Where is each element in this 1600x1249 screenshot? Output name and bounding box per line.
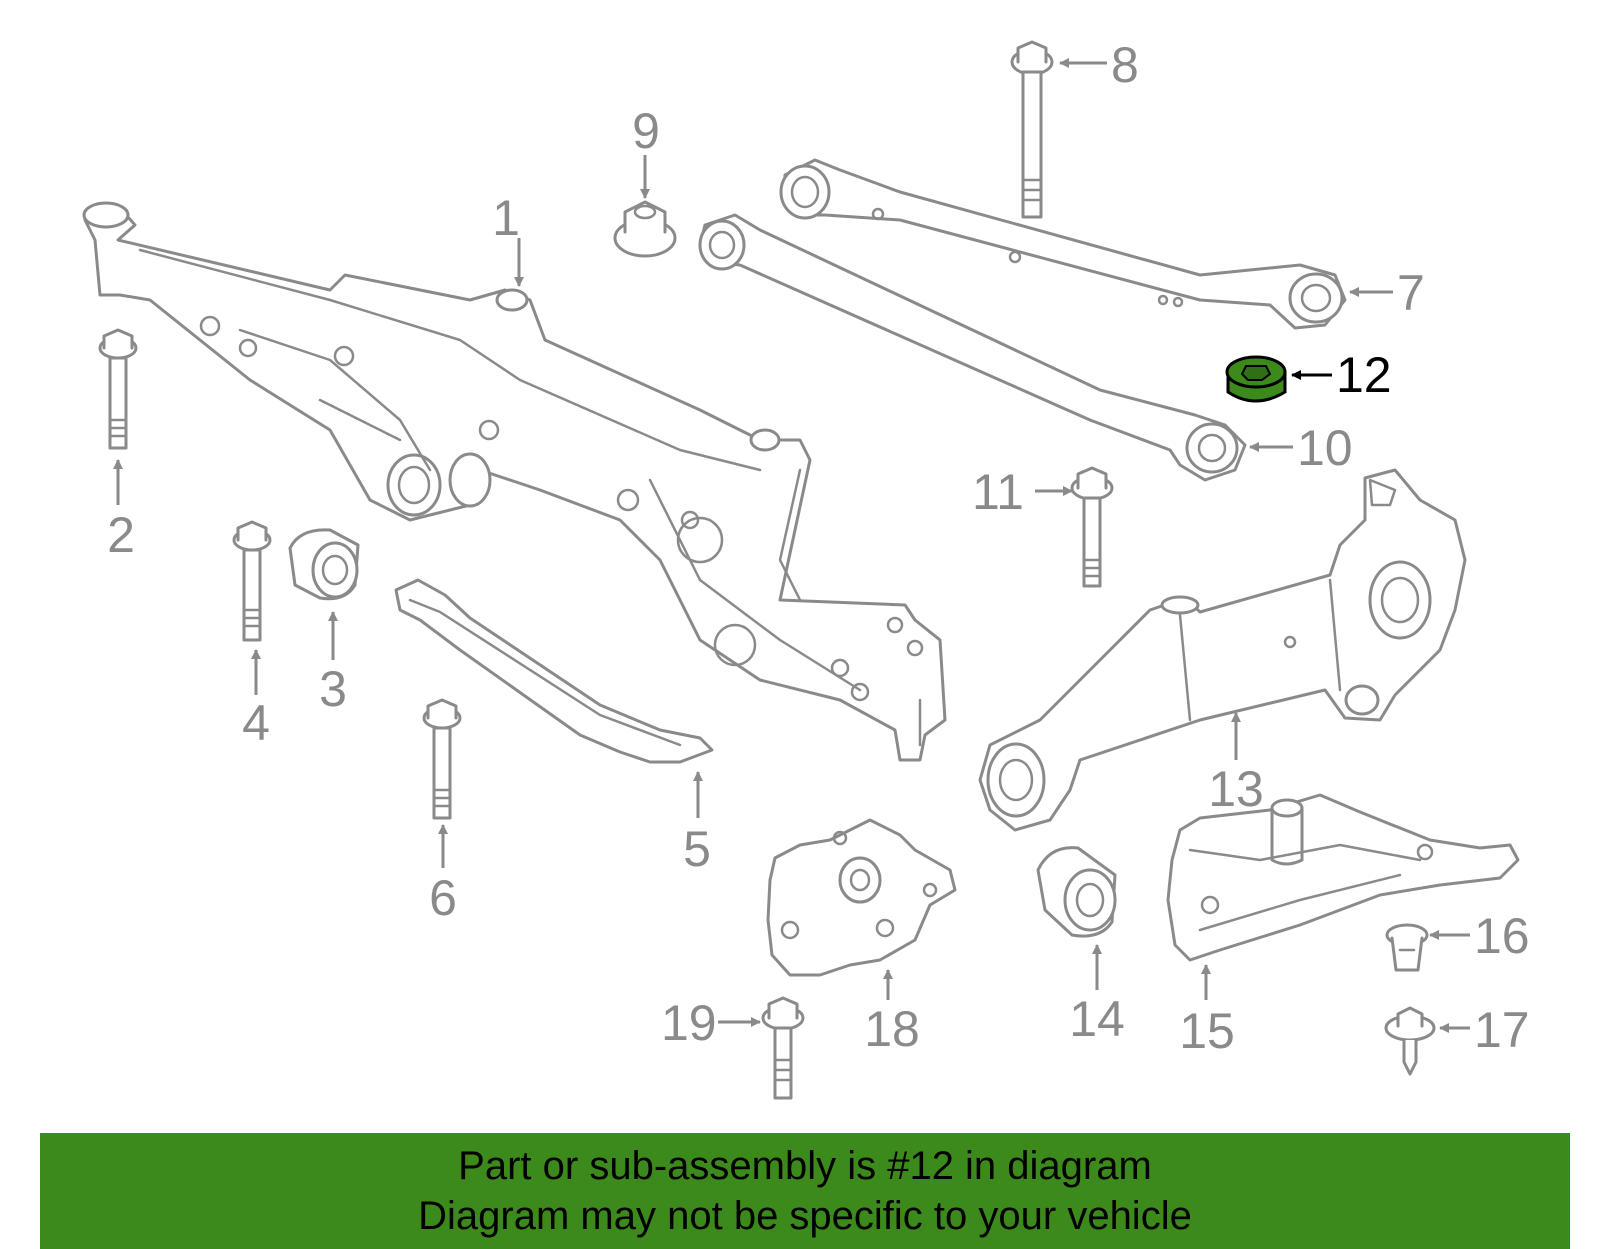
part-1-subframe[interactable] bbox=[82, 201, 947, 762]
callout-7: 7 bbox=[1397, 265, 1425, 321]
part-6-bolt[interactable] bbox=[422, 698, 462, 820]
part-18-bracket[interactable] bbox=[766, 818, 957, 977]
callout-5: 5 bbox=[683, 821, 711, 877]
part-14-bushing[interactable] bbox=[1036, 846, 1117, 938]
part-5-link[interactable] bbox=[394, 578, 714, 764]
part-4-bolt[interactable] bbox=[232, 520, 272, 642]
callout-16: 16 bbox=[1474, 908, 1530, 964]
callout-9: 9 bbox=[632, 103, 660, 159]
callout-19: 19 bbox=[661, 995, 717, 1051]
part-16-clip[interactable] bbox=[1385, 923, 1429, 972]
footer-line-2: Diagram may not be specific to your vehi… bbox=[418, 1194, 1192, 1238]
part-9-nut[interactable] bbox=[613, 200, 677, 258]
callout-2: 2 bbox=[107, 507, 135, 563]
callout-14: 14 bbox=[1069, 991, 1125, 1047]
callout-labels: 1 2 3 4 5 6 7 8 9 10 11 12 13 14 15 16 1… bbox=[107, 37, 1530, 1059]
callout-17: 17 bbox=[1474, 1002, 1530, 1058]
callout-11: 11 bbox=[972, 464, 1024, 520]
part-10-link[interactable] bbox=[698, 213, 1247, 482]
footer-line-1: Part or sub-assembly is #12 in diagram bbox=[458, 1144, 1152, 1188]
footer-banner: Part or sub-assembly is #12 in diagram D… bbox=[40, 1133, 1570, 1249]
callout-8: 8 bbox=[1111, 37, 1139, 93]
callout-13: 13 bbox=[1208, 761, 1264, 817]
part-12-highlighted[interactable] bbox=[1225, 355, 1287, 403]
callout-15: 15 bbox=[1179, 1003, 1235, 1059]
part-8-bolt[interactable] bbox=[1010, 40, 1054, 219]
callout-6: 6 bbox=[429, 870, 457, 926]
callout-3: 3 bbox=[319, 661, 347, 717]
part-11-bolt[interactable] bbox=[1070, 466, 1114, 588]
part-7-control-arm[interactable] bbox=[779, 158, 1347, 330]
callout-18: 18 bbox=[864, 1001, 920, 1057]
part-2-bolt[interactable] bbox=[98, 328, 138, 450]
part-13-knuckle[interactable] bbox=[978, 468, 1467, 832]
callout-10: 10 bbox=[1297, 420, 1353, 476]
part-3-bushing[interactable] bbox=[288, 528, 360, 601]
part-17-screw[interactable] bbox=[1384, 1006, 1436, 1076]
part-15-spring-pad[interactable] bbox=[1166, 793, 1520, 962]
callout-4: 4 bbox=[242, 695, 270, 751]
callout-1: 1 bbox=[492, 190, 520, 246]
part-19-bolt[interactable] bbox=[761, 996, 805, 1100]
leader-lines bbox=[113, 58, 1470, 1033]
callout-12: 12 bbox=[1336, 347, 1392, 403]
